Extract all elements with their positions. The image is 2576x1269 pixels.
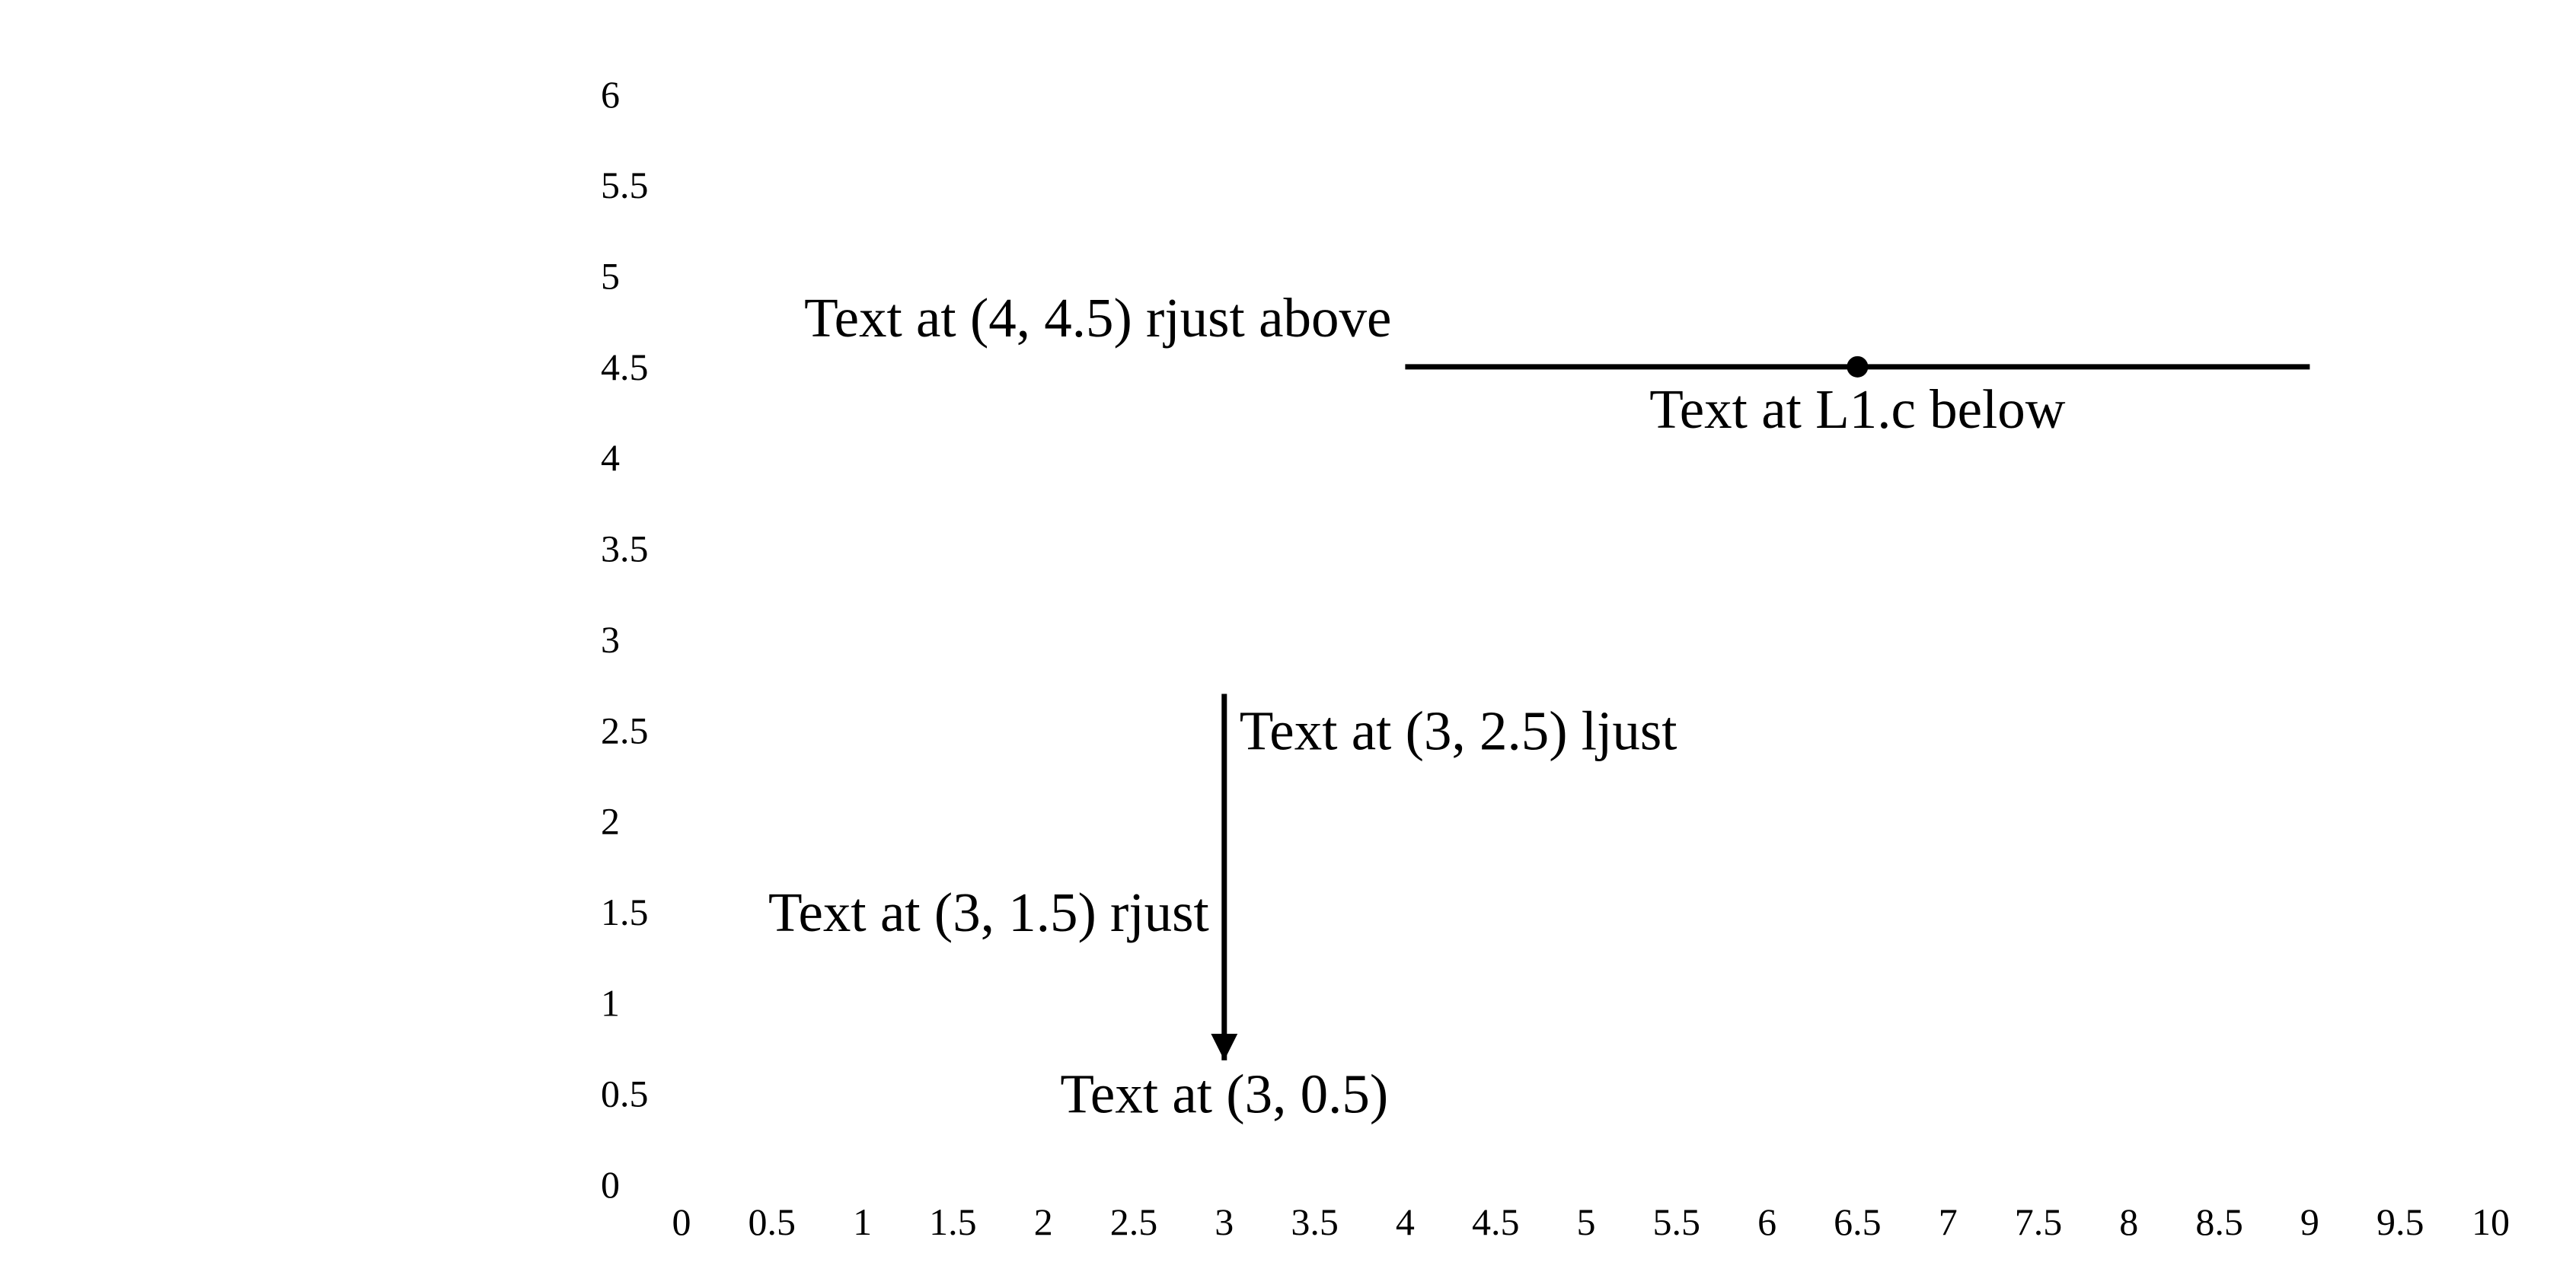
x-axis-tick-labels: 0 0.5 1 1.5 2 2.5 3 3.5 4 4.5 5 5.5 6 6.5 7 7.5 8 8.5 9 9.5… bbox=[672, 1200, 2511, 1243]
diagram-shapes bbox=[1211, 356, 2310, 1060]
y-tick-label: 3.5 bbox=[601, 528, 649, 570]
point-marker bbox=[1847, 356, 1869, 378]
y-tick-label: 0 bbox=[601, 1163, 620, 1206]
x-tick-label: 8 bbox=[2119, 1200, 2138, 1243]
y-tick-label: 5.5 bbox=[601, 164, 649, 206]
x-tick-label: 5.5 bbox=[1653, 1200, 1701, 1243]
y-tick-label: 3 bbox=[601, 618, 620, 661]
y-tick-label: 4 bbox=[601, 436, 620, 479]
y-tick-label: 6 bbox=[601, 73, 620, 116]
x-tick-label: 6 bbox=[1757, 1200, 1776, 1243]
x-tick-label: 6.5 bbox=[1834, 1200, 1882, 1243]
y-tick-label: 1 bbox=[601, 981, 620, 1024]
x-tick-label: 2 bbox=[1034, 1200, 1053, 1243]
x-tick-label: 4 bbox=[1396, 1200, 1415, 1243]
y-tick-label: 5 bbox=[601, 255, 620, 298]
x-tick-label: 0.5 bbox=[749, 1200, 796, 1243]
x-tick-label: 8.5 bbox=[2195, 1200, 2243, 1243]
x-tick-label: 10 bbox=[2472, 1200, 2510, 1243]
x-tick-label: 7.5 bbox=[2015, 1200, 2063, 1243]
annotation-text: Text at (4, 4.5) rjust above bbox=[804, 287, 1391, 349]
x-tick-label: 3.5 bbox=[1291, 1200, 1339, 1243]
x-tick-label: 3 bbox=[1215, 1200, 1234, 1243]
x-tick-label: 1.5 bbox=[929, 1200, 977, 1243]
x-tick-label: 9 bbox=[2300, 1200, 2319, 1243]
y-tick-label: 2 bbox=[601, 800, 620, 843]
annotation-text: Text at (3, 0.5) bbox=[1060, 1063, 1388, 1125]
annotation-text: Text at (3, 1.5) rjust bbox=[768, 882, 1209, 943]
x-tick-label: 5 bbox=[1577, 1200, 1596, 1243]
y-tick-label: 1.5 bbox=[601, 891, 649, 933]
x-tick-label: 7 bbox=[1939, 1200, 1958, 1243]
annotation-text: Text at L1.c below bbox=[1649, 378, 2066, 440]
annotation-text: Text at (3, 2.5) ljust bbox=[1240, 700, 1677, 761]
y-tick-label: 2.5 bbox=[601, 709, 649, 751]
y-tick-label: 0.5 bbox=[601, 1073, 649, 1115]
x-tick-label: 4.5 bbox=[1472, 1200, 1520, 1243]
x-tick-label: 9.5 bbox=[2376, 1200, 2424, 1243]
y-tick-label: 4.5 bbox=[601, 346, 649, 388]
x-tick-label: 2.5 bbox=[1110, 1200, 1158, 1243]
y-axis-tick-labels: 0 0.5 1 1.5 2 2.5 3 3.5 4 4.5 5 5.5 6 bbox=[601, 73, 649, 1206]
x-tick-label: 1 bbox=[853, 1200, 872, 1243]
x-tick-label: 0 bbox=[672, 1200, 691, 1243]
